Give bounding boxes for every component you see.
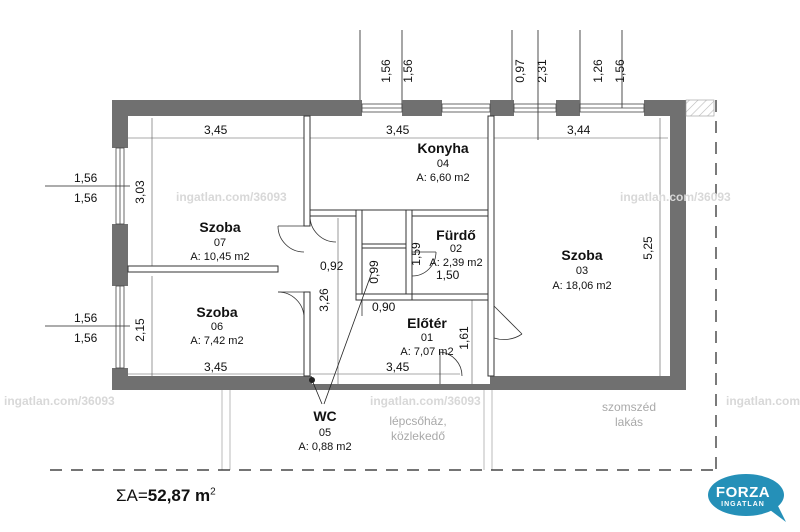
neighbor-wall-hatch [685,99,715,117]
room-szoba07-area: A: 10,45 m2 [190,251,250,263]
room-konyha-area: A: 6,60 m2 [416,172,470,184]
watermark: ingatlan.com/36093 [726,394,800,408]
room-szoba07-name: Szoba [199,219,241,235]
dim-furdo-150: 1,50 [436,268,460,282]
staircase-label-line2: közlekedő [390,429,446,443]
room-furdo-number: 02 [449,243,463,255]
outer-walls [112,100,686,390]
dim-top-window-3a: 1,26 [591,59,605,83]
property-lines [50,100,717,471]
room-wc-name: WC [313,408,337,424]
room-wc-number: 05 [318,427,332,439]
dim-top-window-2a: 0,97 [513,59,527,83]
dim-top-window-1b: 1,56 [401,59,415,83]
dim-szoba07-width: 3,45 [204,123,228,137]
watermark: ingatlan.com/36093 [4,394,115,408]
watermark: ingatlan.com/36093 [176,190,287,204]
dim-eloter-width: 3,45 [386,360,410,374]
room-szoba03-name: Szoba [561,247,603,263]
total-area-unit: 2 [210,486,216,498]
neighbor-label-line2: lakás [614,415,643,429]
room-konyha-number: 04 [436,158,450,170]
dim-left-window-2a: 1,56 [74,311,98,325]
watermark: ingatlan.com/36093 [620,190,731,204]
room-szoba07-number: 07 [213,237,227,249]
neighbor-label-line1: szomszéd [601,400,657,414]
top-dimension-lines [359,30,623,140]
room-konyha-name: Konyha [417,140,469,156]
room-szoba03-area: A: 18,06 m2 [552,280,612,292]
dim-left-window-1a: 1,56 [74,171,98,185]
room-eloter-area: A: 7,07 m2 [400,346,454,358]
room-szoba06-number: 06 [210,321,224,333]
logo-sub-text: INGATLAN [721,501,765,508]
room-wc-area: A: 0,88 m2 [298,441,352,453]
total-area-value: 52,87 m [147,486,211,505]
dim-top-window-2b: 2,31 [535,59,549,83]
dim-hall-326: 3,26 [317,288,331,312]
room-furdo-area: A: 2,39 m2 [429,257,483,269]
dim-konyha-width: 3,45 [386,123,410,137]
room-eloter-number: 01 [420,332,434,344]
dim-top-window-3b: 1,56 [613,59,627,83]
dim-left-window-2b: 1,56 [74,331,98,345]
room-szoba06-area: A: 7,42 m2 [190,335,244,347]
dim-szoba07-height: 3,03 [133,180,147,204]
wc-leader [309,271,373,405]
staircase-label-line1: lépcsőház, [389,414,447,428]
windows [115,103,645,369]
room-szoba06-name: Szoba [196,304,238,320]
room-szoba03-number: 03 [575,265,589,277]
interior-walls [127,115,495,377]
forza-logo-shape [708,474,786,522]
dim-szoba03-width: 3,44 [567,123,591,137]
dim-hall-092: 0,92 [320,259,344,273]
staircase-lines [221,390,493,470]
room-furdo-name: Fürdő [436,227,476,243]
dim-top-window-1a: 1,56 [379,59,393,83]
dim-left-window-1b: 1,56 [74,191,98,205]
dim-wc-099: 0,99 [367,260,381,284]
door-swings [277,215,523,384]
dim-szoba06-height: 2,15 [133,318,147,342]
logo-main-text: FORZA [715,484,771,501]
inner-dimension-lines [128,118,668,384]
total-area-prefix: ΣA= [116,486,148,505]
room-eloter-name: Előtér [407,315,447,331]
watermark: ingatlan.com/36093 [370,394,481,408]
dim-szoba03-height: 5,25 [641,236,655,260]
dim-szoba06-width: 3,45 [204,360,228,374]
dim-wc-090: 0,90 [372,300,396,314]
total-area: ΣA=52,87 m2 [116,486,216,506]
